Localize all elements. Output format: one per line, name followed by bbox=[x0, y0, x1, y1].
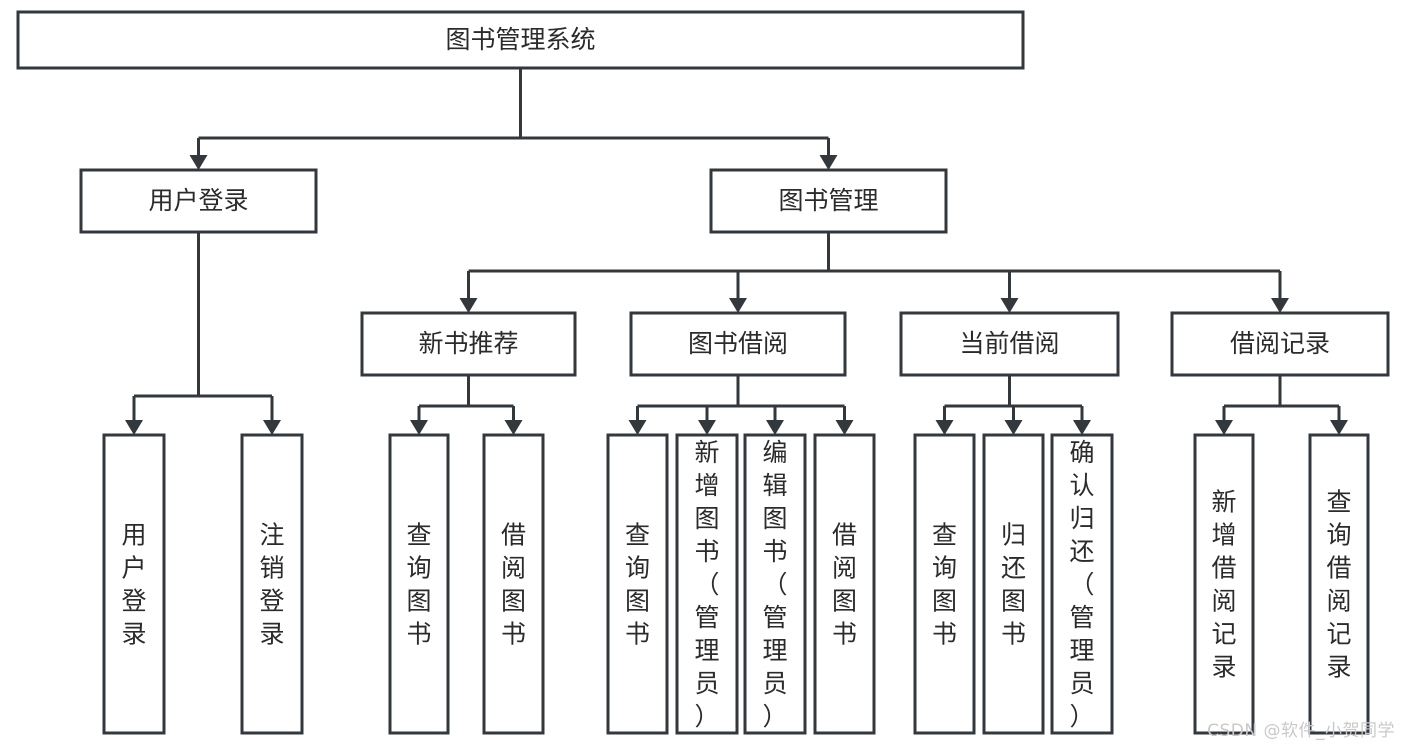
arrow-head bbox=[1215, 420, 1233, 435]
arrow-head bbox=[1000, 298, 1019, 313]
node-leaf-add-borrow-record[interactable]: 新增借阅记录 bbox=[1193, 433, 1255, 735]
arrow-head bbox=[628, 420, 647, 435]
node-box-leaf-query-book-current bbox=[913, 433, 976, 735]
arrow-head bbox=[1004, 420, 1023, 435]
node-leaf-query-book-borrow[interactable]: 查询图书 bbox=[606, 433, 669, 735]
node-box-leaf-borrow-book-rec bbox=[482, 433, 545, 735]
nodes-layer: 图书管理系统用户登录图书管理新书推荐图书借阅当前借阅借阅记录用户登录注销登录查询… bbox=[16, 10, 1390, 735]
arrow-head bbox=[698, 420, 716, 435]
node-label-borrow-record: 借阅记录 bbox=[1230, 329, 1330, 358]
node-label-leaf-user-login: 用户登录 bbox=[121, 521, 146, 649]
arrow-head bbox=[410, 420, 428, 435]
node-current-borrow[interactable]: 当前借阅 bbox=[899, 311, 1120, 377]
node-box-borrow-record bbox=[1170, 311, 1390, 377]
node-label-leaf-confirm-return-admin: 确认归还（管理员） bbox=[1069, 438, 1094, 731]
node-label-leaf-add-book-admin: 新增图书（管理员） bbox=[694, 438, 719, 731]
node-box-leaf-borrow-book bbox=[813, 433, 876, 735]
node-box-book-borrow bbox=[629, 311, 847, 377]
arrow-head bbox=[819, 155, 838, 170]
node-leaf-logout[interactable]: 注销登录 bbox=[240, 433, 304, 735]
node-box-leaf-query-book-borrow bbox=[606, 433, 669, 735]
node-box-user-login bbox=[79, 168, 318, 234]
node-new-book-recommend[interactable]: 新书推荐 bbox=[360, 311, 577, 377]
arrow-head bbox=[835, 420, 854, 435]
node-label-user-login: 用户登录 bbox=[148, 186, 248, 215]
node-label-leaf-query-book-rec: 查询图书 bbox=[406, 521, 431, 649]
node-box-leaf-add-book-admin bbox=[675, 433, 739, 735]
connectors-layer bbox=[125, 68, 1348, 435]
node-leaf-confirm-return-admin[interactable]: 确认归还（管理员） bbox=[1050, 433, 1114, 735]
node-user-login[interactable]: 用户登录 bbox=[79, 168, 318, 234]
node-box-leaf-query-book-rec bbox=[388, 433, 450, 735]
node-box-leaf-query-borrow-record bbox=[1308, 433, 1370, 735]
arrow-head bbox=[1073, 420, 1091, 435]
node-label-book-manage: 图书管理 bbox=[778, 186, 878, 215]
node-label-leaf-borrow-book: 借阅图书 bbox=[832, 521, 857, 649]
node-leaf-query-book-rec[interactable]: 查询图书 bbox=[388, 433, 450, 735]
arrow-head bbox=[1271, 298, 1289, 313]
node-box-leaf-add-borrow-record bbox=[1193, 433, 1255, 735]
node-label-leaf-return-book: 归还图书 bbox=[1001, 521, 1026, 649]
arrow-head bbox=[729, 298, 747, 313]
node-label-leaf-query-book-borrow: 查询图书 bbox=[625, 521, 650, 649]
node-label-leaf-logout: 注销登录 bbox=[259, 521, 284, 649]
node-box-book-manage bbox=[709, 168, 948, 234]
node-leaf-borrow-book-rec[interactable]: 借阅图书 bbox=[482, 433, 545, 735]
arrow-head bbox=[935, 420, 954, 435]
node-label-leaf-add-borrow-record: 新增借阅记录 bbox=[1211, 488, 1236, 682]
node-leaf-borrow-book[interactable]: 借阅图书 bbox=[813, 433, 876, 735]
node-box-current-borrow bbox=[899, 311, 1120, 377]
arrow-head bbox=[504, 420, 523, 435]
node-box-leaf-user-login bbox=[102, 433, 166, 735]
node-label-leaf-query-book-current: 查询图书 bbox=[932, 521, 957, 649]
node-leaf-return-book[interactable]: 归还图书 bbox=[982, 433, 1045, 735]
node-leaf-query-borrow-record[interactable]: 查询借阅记录 bbox=[1308, 433, 1370, 735]
node-box-new-book-recommend bbox=[360, 311, 577, 377]
node-box-leaf-logout bbox=[240, 433, 304, 735]
node-leaf-add-book-admin[interactable]: 新增图书（管理员） bbox=[675, 433, 739, 735]
node-book-manage[interactable]: 图书管理 bbox=[709, 168, 948, 234]
node-box-root bbox=[16, 10, 1025, 70]
node-label-book-borrow: 图书借阅 bbox=[688, 329, 788, 358]
arrow-head bbox=[1330, 420, 1348, 435]
node-label-root: 图书管理系统 bbox=[445, 25, 595, 54]
arrow-head bbox=[189, 155, 208, 170]
arrow-head bbox=[766, 420, 784, 435]
node-label-current-borrow: 当前借阅 bbox=[959, 329, 1059, 358]
node-leaf-user-login[interactable]: 用户登录 bbox=[102, 433, 166, 735]
node-root[interactable]: 图书管理系统 bbox=[16, 10, 1025, 70]
node-book-borrow[interactable]: 图书借阅 bbox=[629, 311, 847, 377]
arrow-head bbox=[263, 420, 281, 435]
arrow-head bbox=[459, 298, 478, 313]
node-box-leaf-return-book bbox=[982, 433, 1045, 735]
node-borrow-record[interactable]: 借阅记录 bbox=[1170, 311, 1390, 377]
node-label-leaf-edit-book-admin: 编辑图书（管理员） bbox=[762, 438, 787, 731]
node-label-leaf-query-borrow-record: 查询借阅记录 bbox=[1326, 488, 1351, 682]
arrow-head bbox=[125, 420, 143, 435]
node-label-leaf-borrow-book-rec: 借阅图书 bbox=[501, 521, 526, 649]
node-leaf-edit-book-admin[interactable]: 编辑图书（管理员） bbox=[743, 433, 807, 735]
node-box-leaf-edit-book-admin bbox=[743, 433, 807, 735]
node-leaf-query-book-current[interactable]: 查询图书 bbox=[913, 433, 976, 735]
node-box-leaf-confirm-return-admin bbox=[1050, 433, 1114, 735]
node-label-new-book-recommend: 新书推荐 bbox=[418, 329, 518, 358]
